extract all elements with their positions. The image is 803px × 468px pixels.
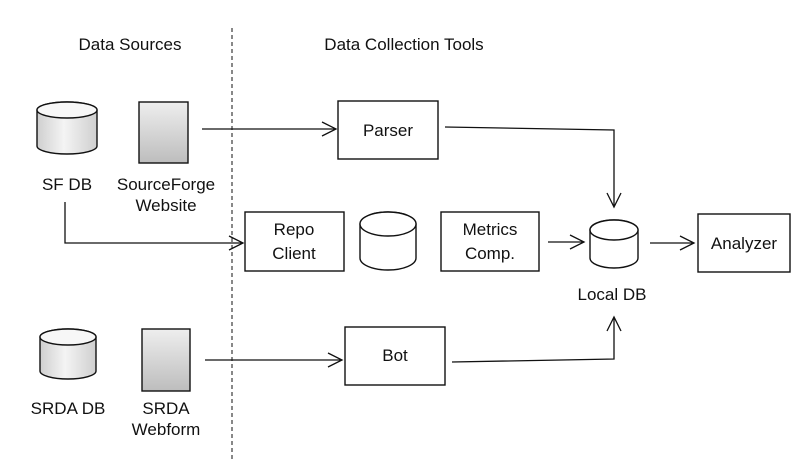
srda-db-cylinder-icon <box>39 328 97 380</box>
sf-db-cylinder-icon <box>36 101 98 155</box>
srda-db-label: SRDA DB <box>31 399 106 418</box>
header-data-collection-tools: Data Collection Tools <box>324 35 483 54</box>
sourceforge-website-label-line1: SourceForge <box>117 175 215 194</box>
metrics-comp-label-line2: Comp. <box>465 244 515 263</box>
local-db-cylinder-icon <box>589 219 639 269</box>
repo-client-label-line2: Client <box>272 244 316 263</box>
bot-box <box>344 326 446 386</box>
repo-store-cylinder-icon <box>359 211 417 271</box>
arrow-srda-webform-to-bot <box>205 352 344 368</box>
repo-client-label-line1: Repo <box>274 220 315 239</box>
arrow-bot-to-local-db <box>451 315 622 363</box>
arrow-local-db-to-analyzer <box>650 235 696 251</box>
sourceforge-website-page-icon <box>138 101 189 164</box>
repo-client-box <box>244 211 345 272</box>
analyzer-box <box>697 213 791 273</box>
bot-label: Bot <box>382 346 408 365</box>
arrow-parser-to-local-db <box>444 126 622 209</box>
arrow-sourceforge-to-parser <box>202 121 338 137</box>
local-db-label: Local DB <box>578 285 647 304</box>
arrow-sf-db-to-repo-client <box>64 202 245 251</box>
arrow-metrics-to-local-db <box>548 234 586 250</box>
metrics-comp-label-line1: Metrics <box>463 220 518 239</box>
metrics-comp-box <box>440 211 540 272</box>
parser-label: Parser <box>363 121 413 140</box>
srda-webform-label-line2: Webform <box>132 420 201 439</box>
analyzer-label: Analyzer <box>711 234 777 253</box>
parser-box <box>337 100 439 160</box>
sf-db-label: SF DB <box>42 175 92 194</box>
sourceforge-website-label-line2: Website <box>135 196 196 215</box>
srda-webform-label-line1: SRDA <box>142 399 190 418</box>
header-data-sources: Data Sources <box>79 35 182 54</box>
srda-webform-page-icon <box>141 328 191 392</box>
